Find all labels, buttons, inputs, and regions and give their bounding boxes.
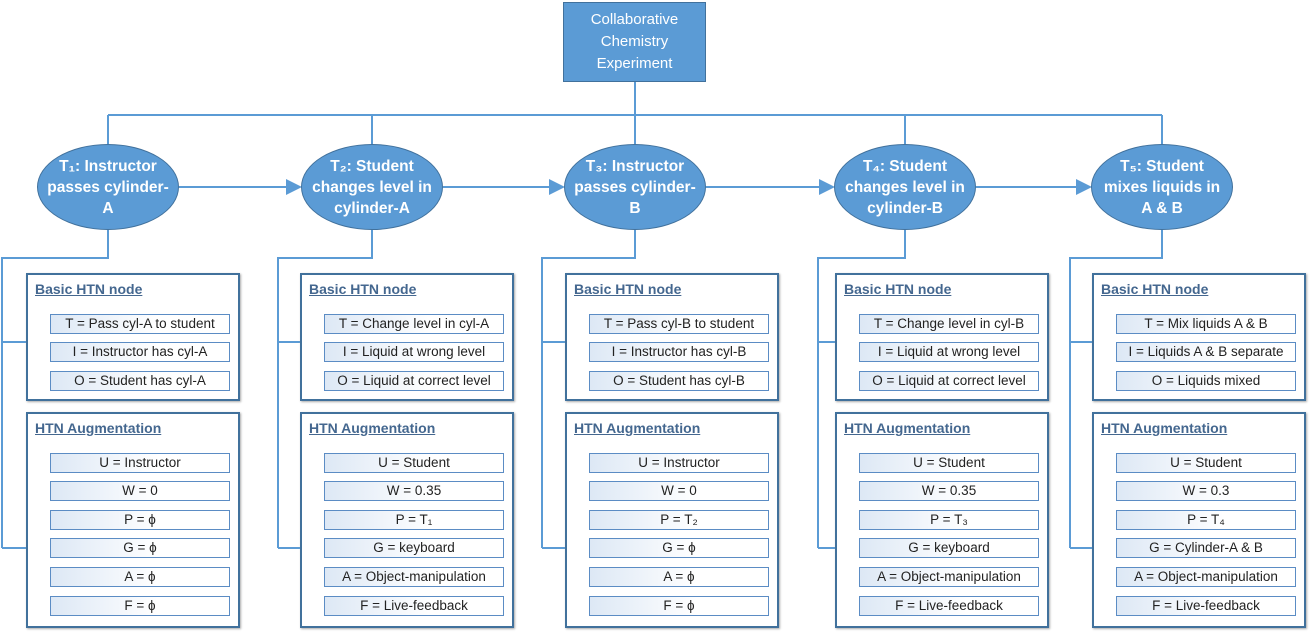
root-node: Collaborative Chemistry Experiment: [563, 2, 706, 82]
basic-item: T = Change level in cyl-A: [324, 314, 504, 334]
task-node-5: T₅: Student mixes liquids in A & B: [1091, 144, 1233, 230]
augmentation-item: F = ϕ: [589, 596, 769, 616]
basic-item: O = Liquids mixed: [1116, 371, 1296, 391]
task-1-tree: [1, 230, 109, 548]
augmentation-item: A = ϕ: [50, 567, 230, 587]
basic-item: O = Liquid at correct level: [324, 371, 504, 391]
augmentation-item: G = ϕ: [589, 538, 769, 558]
augmentation-item: U = Instructor: [50, 453, 230, 473]
augmentation-title: HTN Augmentation: [35, 420, 162, 436]
basic-item: I = Instructor has cyl-A: [50, 342, 230, 362]
augmentation-item: W = 0.35: [859, 481, 1039, 501]
augmentation-title: HTN Augmentation: [1101, 420, 1228, 436]
task-2-tree: [277, 230, 373, 548]
basic-item: O = Student has cyl-A: [50, 371, 230, 391]
basic-item: I = Liquids A & B separate: [1116, 342, 1296, 362]
basic-item: I = Liquid at wrong level: [859, 342, 1039, 362]
task-4-tree: [817, 230, 906, 548]
augmentation-item: P = T₄: [1116, 510, 1296, 530]
basic-item: O = Student has cyl-B: [589, 371, 769, 391]
basic-item: O = Liquid at correct level: [859, 371, 1039, 391]
augmentation-item: P = T₃: [859, 510, 1039, 530]
augmentation-item: W = 0.3: [1116, 481, 1296, 501]
basic-item: I = Liquid at wrong level: [324, 342, 504, 362]
augmentation-item: G = keyboard: [859, 538, 1039, 558]
augmentation-item: A = ϕ: [589, 567, 769, 587]
augmentation-item: F = Live-feedback: [859, 596, 1039, 616]
task-node-1: T₁: Instructor passes cylinder-A: [37, 144, 179, 230]
augmentation-item: F = Live-feedback: [324, 596, 504, 616]
augmentation-item: W = 0.35: [324, 481, 504, 501]
task-3-tree: [541, 230, 636, 548]
task-node-4: T₄: Student changes level in cylinder-B: [834, 144, 976, 230]
augmentation-item: W = 0: [589, 481, 769, 501]
basic-item: T = Pass cyl-B to student: [589, 314, 769, 334]
augmentation-item: G = ϕ: [50, 538, 230, 558]
augmentation-item: F = Live-feedback: [1116, 596, 1296, 616]
augmentation-item: P = T₂: [589, 510, 769, 530]
augmentation-item: F = ϕ: [50, 596, 230, 616]
basic-title: Basic HTN node: [309, 281, 417, 297]
augmentation-item: U = Student: [324, 453, 504, 473]
augmentation-item: W = 0: [50, 481, 230, 501]
basic-title: Basic HTN node: [1101, 281, 1209, 297]
augmentation-item: G = keyboard: [324, 538, 504, 558]
augmentation-item: A = Object-manipulation: [324, 567, 504, 587]
augmentation-item: U = Instructor: [589, 453, 769, 473]
augmentation-item: A = Object-manipulation: [1116, 567, 1296, 587]
basic-item: T = Change level in cyl-B: [859, 314, 1039, 334]
augmentation-title: HTN Augmentation: [309, 420, 436, 436]
basic-item: T = Pass cyl-A to student: [50, 314, 230, 334]
augmentation-item: P = T₁: [324, 510, 504, 530]
augmentation-item: G = Cylinder-A & B: [1116, 538, 1296, 558]
basic-item: T = Mix liquids A & B: [1116, 314, 1296, 334]
augmentation-title: HTN Augmentation: [844, 420, 971, 436]
task-node-2: T₂: Student changes level in cylinder-A: [301, 144, 443, 230]
basic-item: I = Instructor has cyl-B: [589, 342, 769, 362]
augmentation-item: U = Student: [859, 453, 1039, 473]
task-5-tree: [1069, 230, 1163, 548]
augmentation-item: U = Student: [1116, 453, 1296, 473]
augmentation-item: A = Object-manipulation: [859, 567, 1039, 587]
augmentation-title: HTN Augmentation: [574, 420, 701, 436]
basic-title: Basic HTN node: [35, 281, 143, 297]
augmentation-item: P = ϕ: [50, 510, 230, 530]
basic-title: Basic HTN node: [574, 281, 682, 297]
task-node-3: T₃: Instructor passes cylinder-B: [564, 144, 706, 230]
basic-title: Basic HTN node: [844, 281, 952, 297]
